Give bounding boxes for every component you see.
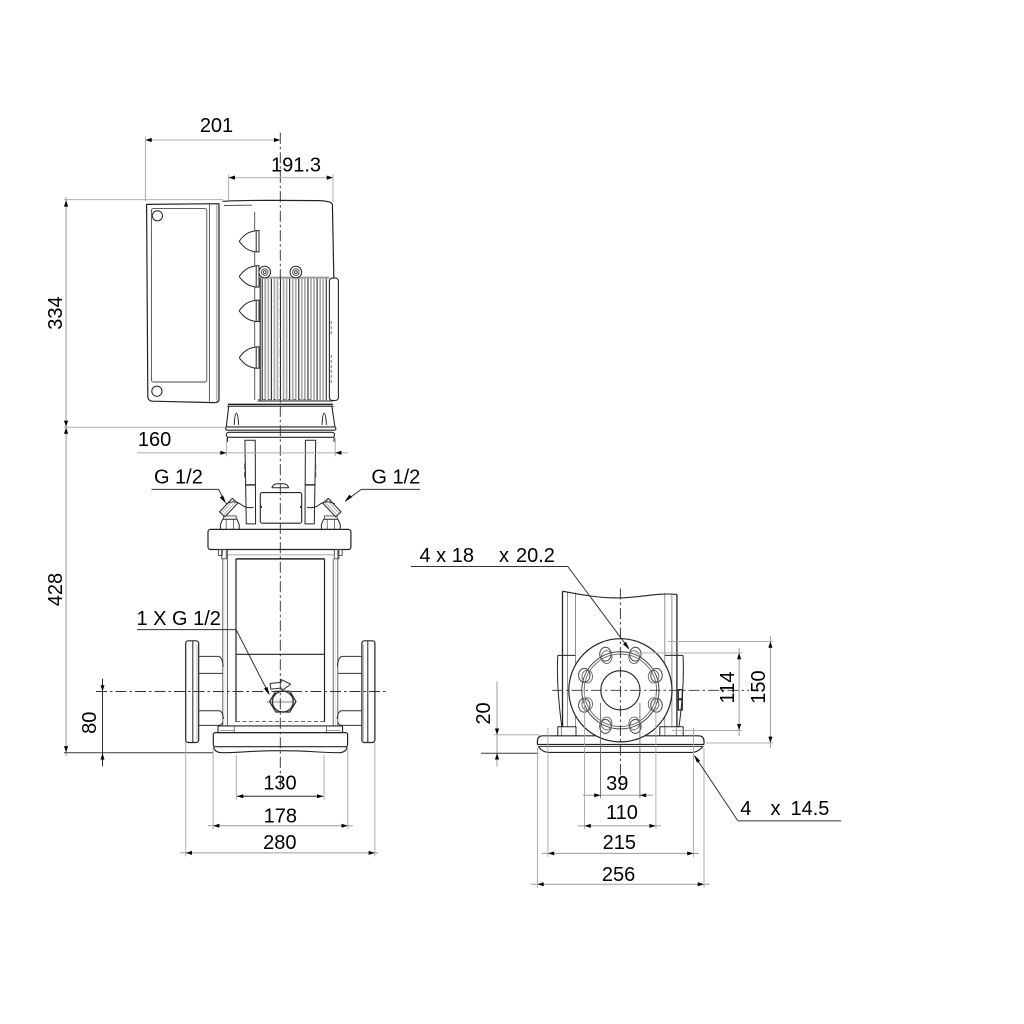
svg-text:x: x — [771, 798, 781, 820]
svg-text:110: 110 — [606, 802, 638, 824]
svg-text:428: 428 — [45, 573, 67, 606]
svg-text:14.5: 14.5 — [791, 798, 830, 820]
svg-text:20.2: 20.2 — [516, 545, 555, 567]
svg-text:39: 39 — [606, 773, 628, 795]
svg-text:x: x — [499, 545, 509, 567]
svg-text:G 1/2: G 1/2 — [371, 466, 420, 488]
svg-text:215: 215 — [603, 832, 636, 854]
svg-text:191.3: 191.3 — [271, 155, 321, 177]
svg-text:256: 256 — [602, 864, 635, 886]
svg-text:334: 334 — [45, 296, 67, 329]
svg-text:130: 130 — [263, 772, 296, 794]
svg-text:114: 114 — [717, 672, 739, 704]
svg-text:4 x 18: 4 x 18 — [420, 545, 474, 567]
svg-text:178: 178 — [264, 806, 297, 828]
svg-text:80: 80 — [79, 712, 101, 734]
svg-text:G 1/2: G 1/2 — [154, 466, 203, 488]
svg-text:20: 20 — [473, 702, 495, 724]
svg-text:4: 4 — [740, 798, 751, 820]
svg-text:201: 201 — [200, 115, 233, 137]
svg-text:1 X G 1/2: 1 X G 1/2 — [136, 608, 221, 630]
svg-text:280: 280 — [263, 832, 296, 854]
svg-text:160: 160 — [138, 429, 171, 451]
svg-text:150: 150 — [748, 670, 770, 703]
